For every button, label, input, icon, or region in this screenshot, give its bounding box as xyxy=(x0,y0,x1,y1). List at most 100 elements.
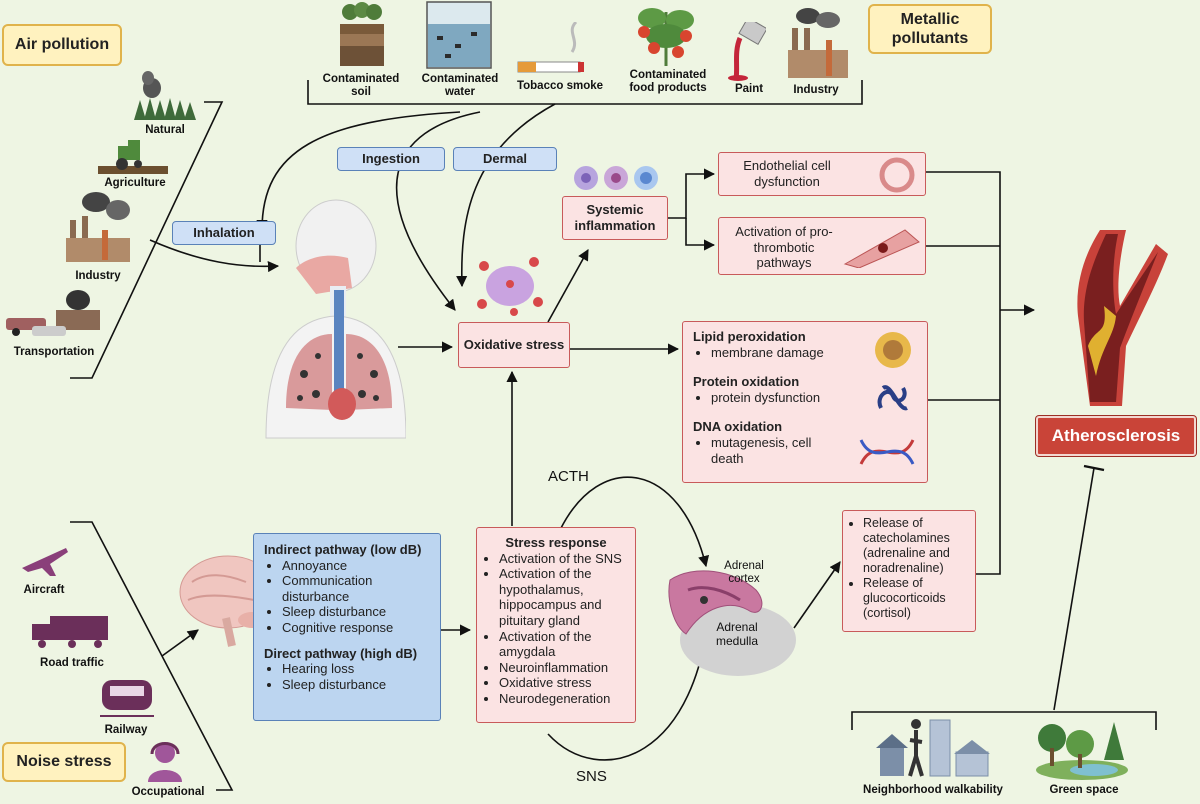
air-source-natural: Natural xyxy=(145,124,185,136)
metallic-pollutants-label: Metallic pollutants xyxy=(891,10,969,47)
neighborhood-walkability-label: Neighborhood walkability xyxy=(863,784,1003,796)
sns-label: SNS xyxy=(576,768,607,785)
noise-stress-box: Noise stress xyxy=(2,742,126,782)
noise-stress-label: Noise stress xyxy=(16,753,112,771)
adrenal-cortex-label: Adrenal cortex xyxy=(724,560,764,586)
direct-item: Hearing loss xyxy=(282,661,430,677)
air-source-industry: Industry xyxy=(75,270,121,282)
air-pollution-box: Air pollution xyxy=(2,24,122,66)
inhalation-arrow-air xyxy=(149,239,280,273)
inhalation-box: Inhalation xyxy=(172,221,276,245)
truck-icon xyxy=(32,616,108,648)
indirect-pathway-title: Indirect pathway (low dB) xyxy=(264,542,422,557)
thrombotic-label: Activation of pro-thrombotic pathways xyxy=(735,224,833,271)
lipid-peroxidation-title: Lipid peroxidation xyxy=(693,329,806,344)
stress-item: Oxidative stress xyxy=(499,675,627,691)
protein-item: protein dysfunction xyxy=(711,390,917,406)
thrombotic-box: Activation of pro-thrombotic pathways xyxy=(718,217,926,275)
respiratory-system-icon xyxy=(265,199,406,439)
dna-item: mutagenesis, cell death xyxy=(711,435,841,466)
dna-oxidation-title: DNA oxidation xyxy=(693,419,783,435)
dermal-label: Dermal xyxy=(482,151,528,167)
air-source-transportation: Transportation xyxy=(13,346,95,358)
protein-coil-icon xyxy=(877,385,908,411)
oxidative-stress-box: Oxidative stress xyxy=(458,322,570,368)
acth-label: ACTH xyxy=(548,468,589,485)
metal-source-water: Contaminated water xyxy=(421,73,499,99)
stress-response-box: Stress response Activation of the SNS Ac… xyxy=(476,527,636,723)
metal-bracket xyxy=(307,80,863,105)
vehicles-icon xyxy=(6,290,100,336)
noise-source-railway: Railway xyxy=(104,724,148,736)
blood-vessel-ring-icon xyxy=(879,157,915,193)
adrenal-medulla-label: Adrenal medulla xyxy=(715,620,759,648)
direct-pathway-title: Direct pathway (high dB) xyxy=(264,645,418,661)
stress-item: Activation of the hypothalamus, hippocam… xyxy=(499,566,627,628)
inhalation-label: Inhalation xyxy=(193,225,255,241)
worker-headphones-icon xyxy=(148,742,182,782)
lipid-item: membrane damage xyxy=(711,345,917,361)
indirect-item: Annoyance xyxy=(282,558,430,574)
neighborhood-icon xyxy=(876,719,990,777)
protein-oxidation-title: Protein oxidation xyxy=(693,374,800,390)
brain-icon xyxy=(179,555,277,647)
stress-item: Activation of the amygdala xyxy=(499,629,627,660)
soil-icon xyxy=(340,2,384,66)
noise-pathway-box: Indirect pathway (low dB) Annoyance Comm… xyxy=(253,533,441,721)
artery-plaque-icon xyxy=(1077,230,1168,406)
atherosclerosis-label: Atherosclerosis xyxy=(1051,425,1181,445)
noise-source-occupational: Occupational xyxy=(131,786,205,798)
hormone-item: Release of catecholamines (adrenaline an… xyxy=(863,516,969,576)
atherosclerosis-box: Atherosclerosis xyxy=(1036,416,1196,456)
factory-smoke-icon xyxy=(66,192,130,262)
factory-icon xyxy=(788,8,848,78)
metal-source-tobacco: Tobacco smoke xyxy=(516,80,604,92)
metal-source-paint: Paint xyxy=(734,83,764,95)
systemic-inflammation-box: Systemic inflammation xyxy=(562,196,668,240)
ingestion-arrow xyxy=(395,111,481,311)
water-tank-icon xyxy=(426,1,492,69)
ingestion-box: Ingestion xyxy=(337,147,445,171)
stress-item: Activation of the SNS xyxy=(499,551,627,567)
metal-source-soil: Contaminated soil xyxy=(322,73,400,99)
dermal-box: Dermal xyxy=(453,147,557,171)
direct-item: Sleep disturbance xyxy=(282,677,430,693)
oxidative-stress-label: Oxidative stress xyxy=(463,337,565,353)
ingestion-label: Ingestion xyxy=(362,151,420,167)
air-source-agriculture: Agriculture xyxy=(104,177,166,189)
green-space-label: Green space xyxy=(1049,784,1119,796)
ros-cell-icon xyxy=(477,257,543,316)
stress-response-title: Stress response xyxy=(505,535,607,550)
indirect-item: Sleep disturbance xyxy=(282,604,430,620)
oxidation-box: Lipid peroxidation membrane damage Prote… xyxy=(682,321,928,483)
train-icon xyxy=(100,680,154,717)
green-space-icon xyxy=(1036,722,1128,780)
indirect-item: Cognitive response xyxy=(282,620,430,636)
indirect-item: Communication disturbance xyxy=(282,573,430,604)
immune-cells-icon xyxy=(574,166,658,190)
aircraft-icon xyxy=(22,548,68,576)
noise-source-aircraft: Aircraft xyxy=(23,584,65,596)
blood-clot-vessel-icon xyxy=(843,229,920,268)
systemic-inflammation-label: Systemic inflammation xyxy=(574,202,656,233)
endothelial-label: Endothelial cell dysfunction xyxy=(743,158,831,189)
dna-helix-icon xyxy=(859,439,915,465)
inhalation-arrow-top xyxy=(256,111,461,232)
paint-can-icon xyxy=(728,22,766,81)
tractor-icon xyxy=(98,140,168,174)
hormone-item: Release of glucocorticoids (cortisol) xyxy=(863,576,969,621)
endothelial-box: Endothelial cell dysfunction xyxy=(718,152,926,196)
stress-item: Neuroinflammation xyxy=(499,660,627,676)
tomato-plant-icon xyxy=(638,8,694,66)
protective-bracket xyxy=(851,711,1157,730)
adrenal-gland-icon xyxy=(668,570,796,676)
lipid-vesicle-icon xyxy=(875,332,911,368)
hormone-release-box: Release of catecholamines (adrenaline an… xyxy=(842,510,976,632)
air-pollution-label: Air pollution xyxy=(14,36,110,54)
cigarette-icon xyxy=(517,22,584,73)
metal-source-food: Contaminated food products xyxy=(629,69,707,95)
dermal-arrow xyxy=(456,103,556,288)
noise-source-road-traffic: Road traffic xyxy=(40,657,104,669)
acth-arrow xyxy=(559,476,710,568)
